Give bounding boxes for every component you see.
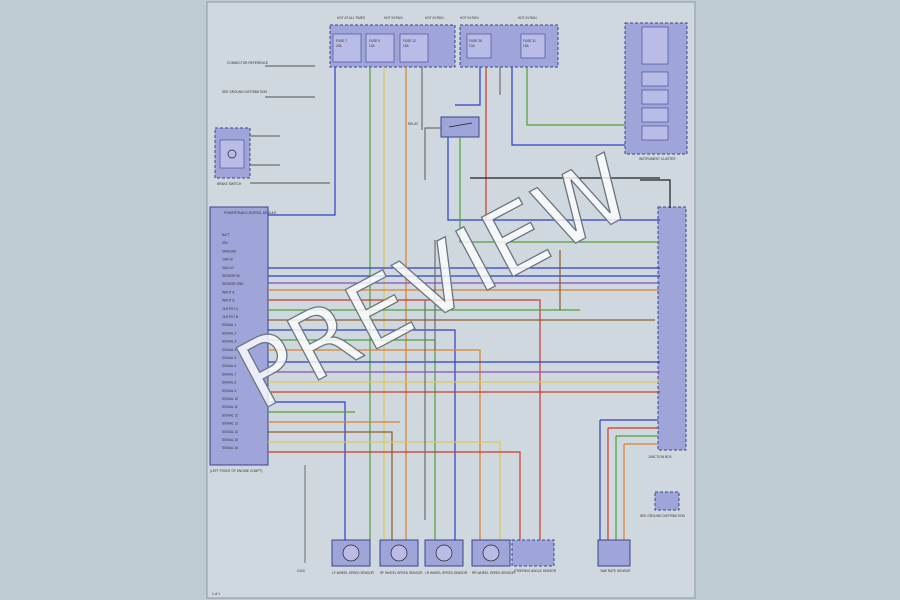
ecm-pin-list: BATT IGN GROUND CAN HI CAN LO SENSOR 5V SENSOR… [222,233,244,450]
ecm-pin-label: SIGNAL 4 [222,348,236,352]
fuse-name: FUSE 28 [469,39,482,43]
ecm-pin-label: BATT [222,233,230,237]
ecm-pin-label: SIGNAL 10 [222,397,238,401]
ground-right-note: SEE GROUND DISTRIBUTION [640,514,686,518]
ecm-pin-label: SIGNAL 1 [222,323,236,327]
fuse-header-1: HOT AT ALL TIMES [337,16,365,20]
fuse-name: FUSE 31 [523,39,536,43]
yaw-rate-caption: YAW RATE SENSOR [600,569,631,573]
wire [268,431,393,540]
fuse-name: FUSE 7 [336,39,347,43]
ecm-pin-label: GROUND [222,249,237,253]
instrument-cluster: INSTRUMENT CLUSTER [624,22,688,161]
wire [268,441,501,540]
ecm-pin-label: SIGNAL 16 [222,446,238,450]
wheel-speed-sensor: LF WHEEL SPEED SENSOR [331,539,375,575]
fuse-name: FUSE 12 [403,39,416,43]
ecm-pin-label: SIGNAL 15 [222,438,238,442]
ecm-pin-label: INPUT B [222,299,235,303]
wire [447,137,660,221]
instrument-cluster-caption: INSTRUMENT CLUSTER [639,157,676,161]
sensor-caption: LR WHEEL SPEED SENSOR [425,571,468,575]
ecm-pin-label: SENSOR 5V [222,274,241,278]
fuse-header-1: HOT IN RUN [460,16,479,20]
relay-caption: RELAY [408,122,419,126]
ecm-pin-label: SIGNAL 5 [222,356,236,360]
wire [459,137,660,243]
fuse-rating: 10A [369,44,376,48]
ground-left-label: G100 [297,569,305,573]
left-note-2: SEE GROUND DISTRIBUTION [222,90,268,94]
fuse-header-3: HOT IN RUN [425,16,444,20]
ecm-pin-label: CAN HI [222,258,233,262]
wire [268,329,456,540]
sensor-row: LF WHEEL SPEED SENSOR RF WHEEL SPEED SENS… [331,539,515,575]
fuse-rating: 10A [469,44,476,48]
wire [455,67,481,106]
fuse-box-top-left: HOT AT ALL TIMES HOT IN RUN HOT IN RUN F… [329,16,456,68]
ecm-module: POWERTRAIN CONTROL MODULE BATT IGN GROUND C… [209,206,276,473]
ecm-pin-label: SIGNAL 14 [222,430,238,434]
yaw-rate-sensor: YAW RATE SENSOR [597,539,631,573]
wire [268,349,481,540]
ecm-pin-label: SENSOR GND [222,282,244,286]
fuse-box-top-right: HOT IN RUN HOT IN RUN FUSE 28 10A FUSE 3… [459,16,559,68]
page-number: 1 of 1 [212,592,220,596]
fuse-rating: 20A [336,44,343,48]
wire [640,179,671,208]
steering-angle-sensor: STEERING ANGLE SENSOR [511,539,557,573]
wheel-speed-sensor: RF WHEEL SPEED SENSOR [379,539,423,575]
ecm-title: POWERTRAIN CONTROL MODULE [224,211,276,215]
ecm-pin-label: SIGNAL 8 [222,381,236,385]
sensor-caption: RF WHEEL SPEED SENSOR [380,571,423,575]
ecm-pin-label: SIGNAL 11 [222,405,238,409]
fuse-rating: 15A [403,44,410,48]
ecm-pin-label: SIGNAL 13 [222,422,238,426]
wire [268,299,541,540]
ecm-pin-label: SIGNAL 9 [222,389,236,393]
wire [268,401,346,540]
wire [268,451,521,540]
ecm-pin-label: SIGNAL 3 [222,340,236,344]
brake-switch: BRAKE SWITCH [214,127,251,186]
ecm-pin-label: SIGNAL 6 [222,364,236,368]
fuse-header-2: HOT IN RUN [518,16,537,20]
ecm-pin-label: INPUT A [222,290,235,294]
ecm-pin-label: CAN LO [222,266,234,270]
wheel-speed-sensor: RR WHEEL SPEED SENSOR [471,539,515,575]
ground-connector [654,491,680,511]
wheel-speed-sensor: LR WHEEL SPEED SENSOR [424,539,468,575]
sensor-caption: LF WHEEL SPEED SENSOR [332,571,375,575]
ecm-pin-label: SIGNAL 2 [222,331,236,335]
junction-box: JUNCTION BOX [648,206,687,459]
wire [511,67,625,146]
ecm-pin-label: OUTPUT A [222,307,239,311]
ecm-pin-label: OUTPUT B [222,315,238,319]
wire-layer [250,65,671,540]
fuse-name: FUSE 9 [369,39,380,43]
steering-angle-caption: STEERING ANGLE SENSOR [514,569,557,573]
wire [526,67,625,126]
fuse-rating: 15A [523,44,530,48]
wire [268,67,336,216]
ecm-footer: (LEFT FRONT OF ENGINE COMPT) [210,469,262,473]
junction-box-caption: JUNCTION BOX [648,455,673,459]
ecm-pin-label: SIGNAL 12 [222,413,238,417]
wire [424,127,441,180]
fuse-header-2: HOT IN RUN [384,16,403,20]
left-note-1: CONNECTOR REFERENCE [227,61,268,65]
brake-switch-caption: BRAKE SWITCH [217,182,242,186]
sensor-caption: RR WHEEL SPEED SENSOR [472,571,515,575]
ecm-pin-label: IGN [222,241,228,245]
ecm-pin-label: SIGNAL 7 [222,372,236,376]
